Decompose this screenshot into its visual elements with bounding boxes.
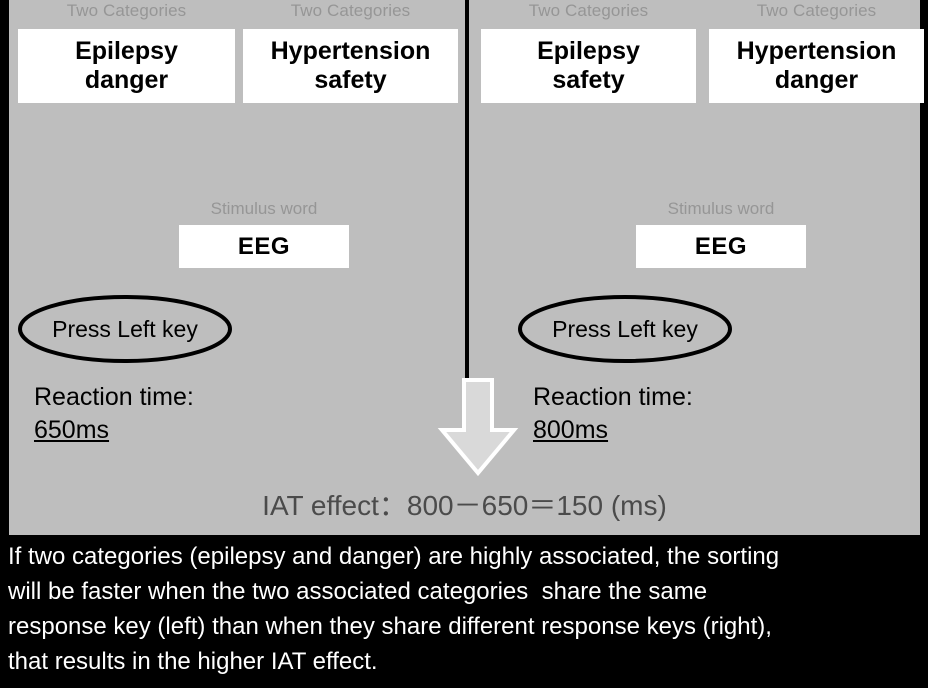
category-caption: Two Categories xyxy=(66,1,187,20)
category-box: Epilepsy safety xyxy=(481,29,696,103)
ellipse-shape xyxy=(18,295,232,363)
caption-line: If two categories (epilepsy and danger) … xyxy=(8,543,780,570)
stimulus-box: EEG xyxy=(179,225,349,268)
category-line-1: Hypertension xyxy=(270,37,431,65)
category-line-2: danger xyxy=(774,66,859,94)
iat-effect-equation: IAT effect：800－650＝150 (ms) xyxy=(262,490,667,521)
category-line-2: safety xyxy=(314,66,387,94)
response-ellipse-left: Press Left key xyxy=(17,294,233,364)
reaction-time-value: 650ms xyxy=(34,416,110,444)
condition-panel-left: Two Categories Epilepsy danger Two Categ… xyxy=(9,0,465,535)
category-block-right-1: Two Categories Epilepsy safety xyxy=(481,0,696,103)
reaction-time-label: Reaction time: xyxy=(533,383,693,411)
category-box: Hypertension danger xyxy=(709,29,924,103)
reaction-time-block-right: Reaction time: 800ms xyxy=(533,381,693,447)
category-line-1: Hypertension xyxy=(736,37,897,65)
category-line-1: Epilepsy xyxy=(537,37,640,65)
caption-line: response key (left) than when they share… xyxy=(8,613,772,640)
category-caption: Two Categories xyxy=(756,1,877,20)
stimulus-word: EEG xyxy=(694,232,748,260)
stimulus-word: EEG xyxy=(237,232,291,260)
category-header-row-right: Two Categories Epilepsy safety Two Categ… xyxy=(469,0,924,110)
category-line-2: danger xyxy=(84,66,169,94)
stimulus-caption: Stimulus word xyxy=(210,199,318,218)
category-caption: Two Categories xyxy=(290,1,411,20)
category-caption: Two Categories xyxy=(528,1,649,20)
response-key-label: Press Left key xyxy=(52,315,198,342)
figure-caption: If two categories (epilepsy and danger) … xyxy=(0,535,928,688)
category-block-left-2: Two Categories Hypertension safety xyxy=(243,0,458,103)
category-box: Hypertension safety xyxy=(243,29,458,103)
condition-panel-right: Two Categories Epilepsy safety Two Categ… xyxy=(469,0,924,535)
category-line-2: safety xyxy=(552,66,625,94)
caption-line: that results in the higher IAT effect. xyxy=(8,648,378,675)
arrow-shape xyxy=(437,378,519,477)
ellipse-shape xyxy=(518,295,732,363)
caption-line: will be faster when the two associated c… xyxy=(8,578,708,605)
stimulus-box: EEG xyxy=(636,225,806,268)
stimulus-caption: Stimulus word xyxy=(667,199,775,218)
reaction-time-label: Reaction time: xyxy=(34,383,194,411)
response-key-label: Press Left key xyxy=(552,315,698,342)
diagram-stage: Two Categories Epilepsy danger Two Categ… xyxy=(9,0,924,535)
stimulus-block-right: Stimulus word EEG xyxy=(636,198,806,268)
stimulus-block-left: Stimulus word EEG xyxy=(179,198,349,268)
category-block-right-2: Two Categories Hypertension danger xyxy=(709,0,924,103)
down-arrow-icon xyxy=(437,378,519,477)
category-box: Epilepsy danger xyxy=(18,29,235,103)
reaction-time-block-left: Reaction time: 650ms xyxy=(34,381,194,447)
panel-divider xyxy=(465,0,469,382)
reaction-time-value: 800ms xyxy=(533,416,609,444)
response-ellipse-right: Press Left key xyxy=(517,294,733,364)
category-line-1: Epilepsy xyxy=(75,37,178,65)
category-block-left-1: Two Categories Epilepsy danger xyxy=(18,0,235,103)
category-header-row-left: Two Categories Epilepsy danger Two Categ… xyxy=(9,0,465,110)
